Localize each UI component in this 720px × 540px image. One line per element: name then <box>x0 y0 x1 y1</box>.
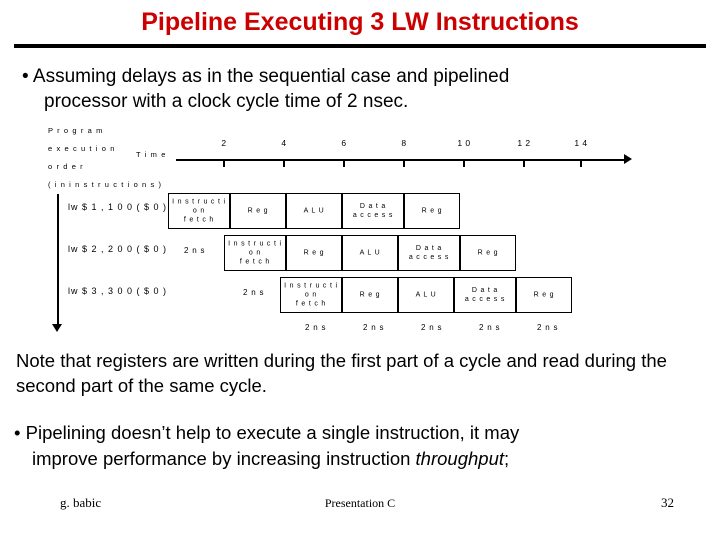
bullet-pipelining-emphasis: throughput <box>415 448 505 469</box>
program-order-axis <box>57 194 59 326</box>
bullet-pipelining-line2-b: ; <box>504 448 510 469</box>
cycle-time-label: 2 n s <box>363 323 385 332</box>
bullet-pipelining-line2: improve performance by increasing instru… <box>32 446 704 472</box>
note-text: Note that registers are written during t… <box>16 348 708 398</box>
cycle-time-label: 2 n s <box>537 323 559 332</box>
cycle-time-label: 2 n s <box>184 246 206 255</box>
cycle-time-label: 2 n s <box>243 288 265 297</box>
note-line1: Note that registers are written during t… <box>16 350 538 371</box>
cycle-time-label: 2 n s <box>479 323 501 332</box>
time-tick <box>523 160 525 167</box>
time-tick-label: 1 0 <box>457 138 471 148</box>
title-divider <box>14 44 706 48</box>
pipeline-stage-box: R e g <box>286 235 342 271</box>
pipeline-stage-label: R e g <box>477 249 499 257</box>
time-tick <box>403 160 405 167</box>
time-tick-label: 8 <box>401 138 407 148</box>
pipeline-stage-box: R e g <box>516 277 572 313</box>
footer-title: Presentation C <box>324 496 396 510</box>
pipeline-diagram: P r o g r a m e x e c u t i o n o r d e … <box>0 120 720 342</box>
time-tick-label: 2 <box>221 138 227 148</box>
cycle-time-label: 2 n s <box>305 323 327 332</box>
pipeline-stage-label: R e g <box>421 207 443 215</box>
instruction-label: lw $ 1 , 1 0 0 ( $ 0 ) <box>68 202 168 212</box>
label-execution: e x e c u t i o n <box>48 144 116 153</box>
pipeline-stage-label: R e g <box>359 291 381 299</box>
program-order-arrow <box>52 324 62 332</box>
instruction-label: lw $ 3 , 3 0 0 ( $ 0 ) <box>68 286 168 296</box>
time-axis-arrow <box>624 154 632 164</box>
instruction-label: lw $ 2 , 2 0 0 ( $ 0 ) <box>68 244 168 254</box>
pipeline-stage-box: R e g <box>342 277 398 313</box>
time-tick <box>283 160 285 167</box>
page-title: Pipeline Executing 3 LW Instructions <box>141 8 579 36</box>
time-tick <box>463 160 465 167</box>
label-time: T i m e <box>136 150 167 159</box>
label-program: P r o g r a m <box>48 126 104 135</box>
note-line2: read during the second part of the same … <box>16 350 667 396</box>
bullet-char: • <box>22 66 29 87</box>
time-tick-label: 1 2 <box>517 138 531 148</box>
bullet-pipelining-line2-a: improve performance by increasing instru… <box>32 448 416 469</box>
time-tick-label: 6 <box>341 138 347 148</box>
time-tick <box>343 160 345 167</box>
time-tick <box>223 160 225 167</box>
time-tick <box>580 160 582 167</box>
cycle-time-label: 2 n s <box>421 323 443 332</box>
pipeline-stage-label: R e g <box>247 207 269 215</box>
bullet-assumptions-line1: Assuming delays as in the sequential cas… <box>32 66 510 87</box>
pipeline-stage-label: A L U <box>303 207 325 215</box>
bullet-pipelining-line1: Pipelining doesn’t help to execute a sin… <box>25 422 520 443</box>
pipeline-stage-label: R e g <box>303 249 325 257</box>
pipeline-stage-label: A L U <box>359 249 381 257</box>
pipeline-stage-box: R e g <box>230 193 286 229</box>
bullet-assumptions: • Assuming delays as in the sequential c… <box>22 64 682 114</box>
pipeline-stage-box: A L U <box>398 277 454 313</box>
label-order: o r d e r <box>48 162 84 171</box>
footer-author: g. babic <box>60 495 102 510</box>
pipeline-stage-box: A L U <box>286 193 342 229</box>
label-in-instructions: ( i n i n s t r u c t i o n s ) <box>48 180 163 189</box>
pipeline-stage-label: R e g <box>533 291 555 299</box>
bullet-char-2: • <box>14 422 21 443</box>
footer-page-number: 32 <box>661 495 674 510</box>
pipeline-stage-box: A L U <box>342 235 398 271</box>
pipeline-stage-box: R e g <box>404 193 460 229</box>
time-tick-label: 4 <box>281 138 287 148</box>
time-tick-label: 1 4 <box>574 138 588 148</box>
pipeline-stage-label: A L U <box>415 291 437 299</box>
time-axis <box>176 159 626 161</box>
bullet-assumptions-line2: processor with a clock cycle time of 2 n… <box>44 91 409 112</box>
pipeline-stage-box: R e g <box>460 235 516 271</box>
bullet-pipelining: • Pipelining doesn’t help to execute a s… <box>14 420 704 472</box>
